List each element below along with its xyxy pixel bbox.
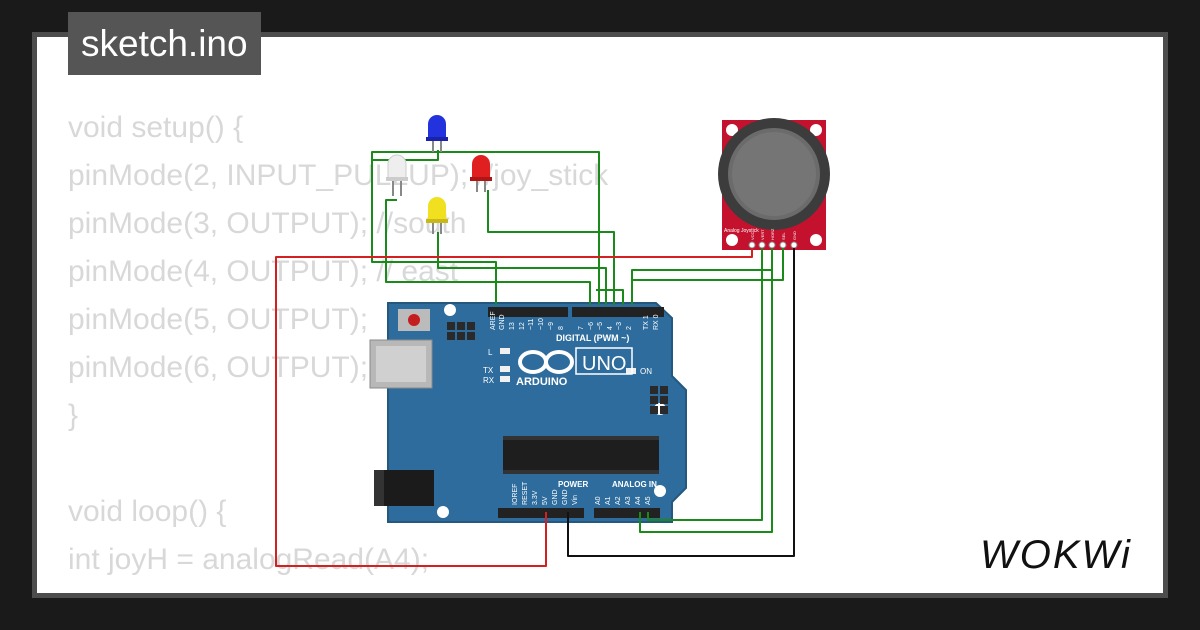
code-line: int joyH = analogRead(A4);: [68, 543, 430, 576]
digital-pin-label: RX 0: [653, 314, 660, 330]
digital-pin-label: ~3: [616, 322, 623, 330]
code-line: void loop() {: [68, 495, 227, 528]
analog-pin-label: A3: [625, 496, 632, 505]
wokwi-logo: WOKWi: [980, 533, 1132, 577]
board-model-label: UNO: [582, 353, 626, 375]
analog-header-label: ANALOG IN: [612, 480, 657, 489]
digital-pin-label: 4: [607, 326, 614, 330]
wires: [275, 150, 795, 567]
digital-header-label: DIGITAL (PWM ~): [556, 333, 629, 343]
code-line: pinMode(6, OUTPUT);: [68, 351, 369, 384]
digital-pin-label: 2: [626, 326, 633, 330]
arduino-uno-board[interactable]: UNO ARDUINO DIGITAL (PWM ~) POWER ANALOG…: [369, 302, 687, 523]
analog-pin-label: A0: [595, 496, 602, 505]
on-led-label: ON: [640, 367, 652, 376]
joystick-pin-label: GND: [792, 231, 797, 240]
sketch-filename-tab[interactable]: sketch.ino: [68, 12, 261, 75]
board-brand-label: ARDUINO: [516, 376, 568, 388]
joystick-label: Analog Joystick: [724, 228, 759, 234]
digital-pin-label: TX 1: [643, 315, 650, 330]
board-led-label: TX: [483, 366, 494, 375]
led-red[interactable]: [470, 155, 492, 192]
board-led-label: RX: [483, 376, 495, 385]
joystick-pin[interactable]: [748, 241, 756, 249]
digital-pin-label: 12: [519, 322, 526, 330]
joystick-pin-label: SEL: [781, 232, 786, 240]
digital-pin-label: GND: [499, 314, 506, 330]
joystick-pin-label: VCC: [750, 231, 755, 240]
joystick-pin[interactable]: [758, 241, 766, 249]
digital-pin-label: ~11: [528, 319, 535, 330]
digital-pin-label: ~6: [588, 322, 595, 330]
code-line: pinMode(3, OUTPUT); //south: [68, 207, 467, 240]
digital-pin-label: ~5: [597, 322, 604, 330]
digital-pin-label: AREF: [490, 311, 497, 330]
analog-joystick[interactable]: VCC VERT HORZ SEL GND Analog Joystick: [718, 118, 830, 250]
digital-pin-label: 7: [578, 326, 585, 330]
code-line: int joyV = analogRead(A5);: [68, 584, 608, 593]
power-header-label: POWER: [558, 480, 588, 489]
digital-pin-label: 13: [509, 322, 516, 330]
wokwi-logo-text: WOKWi: [980, 533, 1132, 577]
power-pin-label: Vin: [572, 495, 579, 505]
power-pin-label: RESET: [522, 481, 529, 505]
board-led-label: L: [488, 348, 493, 357]
power-pin-label: GND: [552, 489, 559, 505]
power-pin-label: IOREF: [512, 484, 519, 505]
analog-pin-label: A1: [605, 496, 612, 505]
joystick-pin[interactable]: [768, 241, 776, 249]
power-pin-label: 5V: [542, 496, 549, 505]
digital-pin-label: ~9: [548, 322, 555, 330]
led-blue[interactable]: [426, 115, 448, 152]
analog-pin-label: A5: [645, 496, 652, 505]
joystick-pin[interactable]: [790, 241, 798, 249]
analog-pin-label: A2: [615, 496, 622, 505]
analog-pin-label: A4: [635, 496, 642, 505]
code-line: pinMode(2, INPUT_PULLUP); //joy_stick: [68, 159, 609, 192]
digital-pin-label: 8: [558, 326, 565, 330]
joystick-pin-label: VERT: [760, 229, 765, 240]
led-yellow[interactable]: [426, 197, 448, 234]
power-pin-label: GND: [562, 489, 569, 505]
arduino-logo-icon: [518, 350, 574, 374]
digital-pin-label: ~10: [538, 318, 545, 330]
led-white[interactable]: [386, 154, 408, 196]
joystick-pin[interactable]: [779, 241, 787, 249]
code-line: }: [68, 399, 79, 432]
joystick-pin-label: HORZ: [770, 228, 775, 240]
code-line: pinMode(5, OUTPUT);: [68, 303, 369, 336]
code-line: void setup() {: [68, 111, 244, 144]
power-pin-label: 3.3V: [532, 490, 539, 505]
